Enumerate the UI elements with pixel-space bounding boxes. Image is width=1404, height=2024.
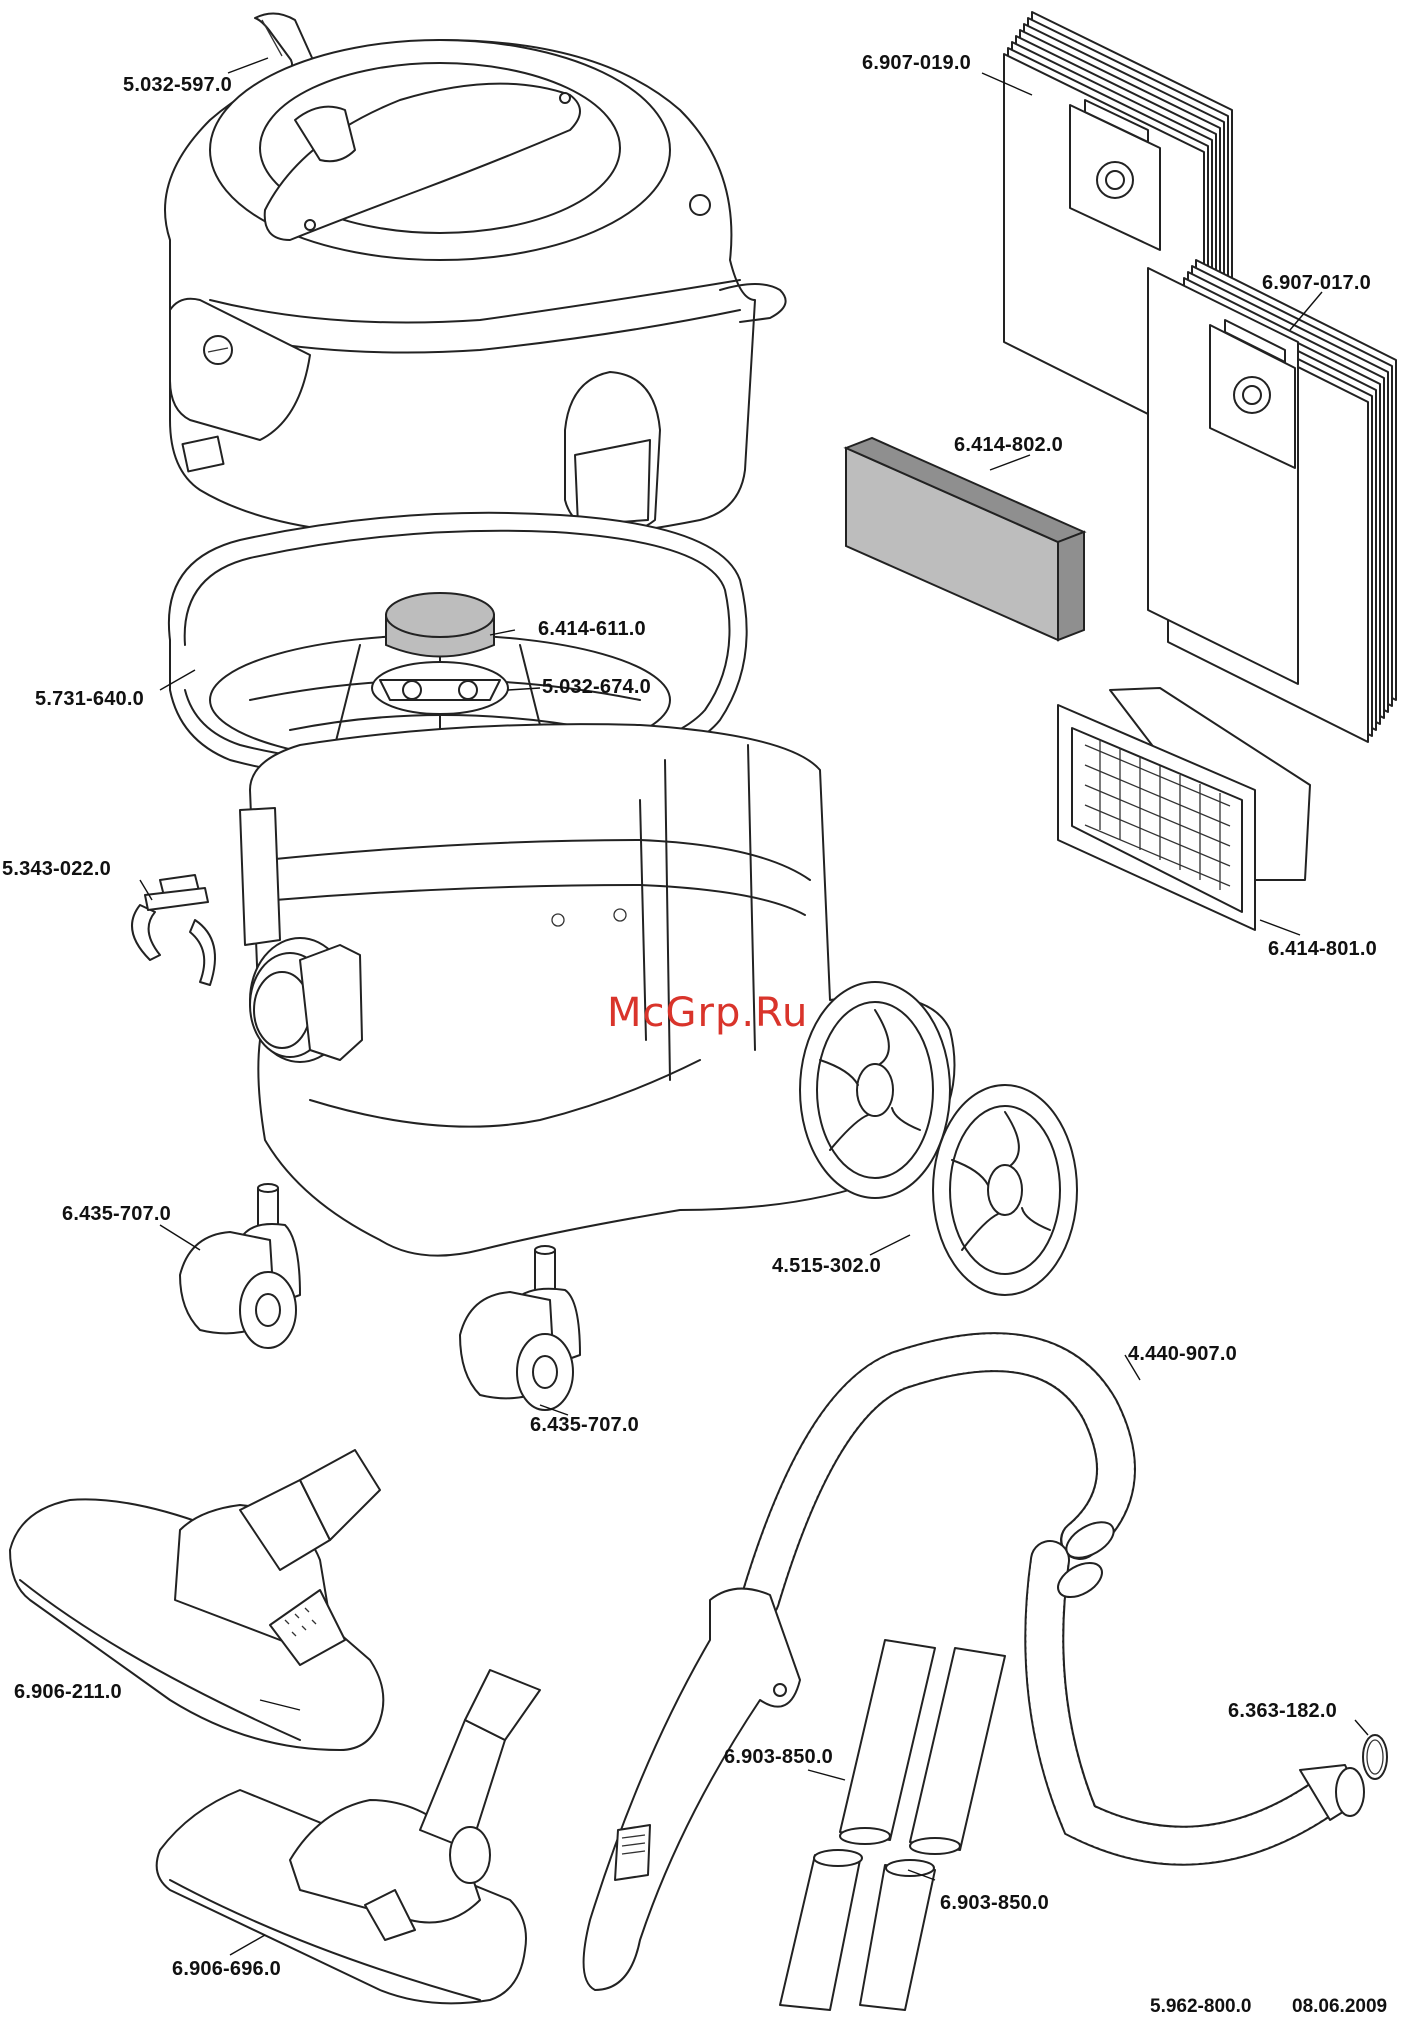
footer-date: 08.06.2009 <box>1292 1996 1387 2018</box>
part-label-basket: 5.731-640.0 <box>35 688 144 711</box>
caster-right-drawing <box>460 1246 580 1410</box>
floor-nozzle-a-drawing <box>10 1450 383 1750</box>
hose-clip-drawing <box>132 875 215 985</box>
part-label-o-ring: 6.363-182.0 <box>1228 1700 1337 1723</box>
part-label-suction-tube-b: 6.903-850.0 <box>940 1892 1049 1915</box>
suction-inlet-drawing <box>250 938 362 1062</box>
part-label-filter-bags-b: 6.907-017.0 <box>1262 272 1371 295</box>
part-label-filter-bags-a: 6.907-019.0 <box>862 52 971 75</box>
watermark-text: McGrp.Ru <box>607 990 808 1036</box>
motor-head-drawing <box>165 40 786 541</box>
part-label-hose-clip: 5.343-022.0 <box>2 858 111 881</box>
part-label-caster-left: 6.435-707.0 <box>62 1203 171 1226</box>
part-label-caster-right: 6.435-707.0 <box>530 1414 639 1437</box>
part-label-suction-tube-a: 6.903-850.0 <box>724 1746 833 1769</box>
cartridge-filter-drawing <box>1058 688 1310 930</box>
footer-doc-number: 5.962-800.0 <box>1150 1996 1251 2018</box>
part-label-cartridge-filter: 6.414-801.0 <box>1268 938 1377 961</box>
caster-left-drawing <box>180 1184 300 1348</box>
flat-filter-drawing <box>846 438 1084 640</box>
part-label-floor-nozzle-b: 6.906-696.0 <box>172 1958 281 1981</box>
part-label-float-disc: 6.414-611.0 <box>538 618 646 641</box>
o-ring-drawing <box>1363 1735 1387 1779</box>
part-label-floor-nozzle-a: 6.906-211.0 <box>14 1681 122 1704</box>
suction-tubes-drawing <box>780 1640 1005 2010</box>
part-label-rear-wheel: 4.515-302.0 <box>772 1255 881 1278</box>
part-label-handle-clip: 5.032-597.0 <box>123 74 232 97</box>
part-label-float-holder: 5.032-674.0 <box>542 676 651 699</box>
filter-bags-b-drawing <box>1148 260 1396 742</box>
part-label-flat-filter: 6.414-802.0 <box>954 434 1063 457</box>
part-label-suction-hose: 4.440-907.0 <box>1128 1343 1237 1366</box>
